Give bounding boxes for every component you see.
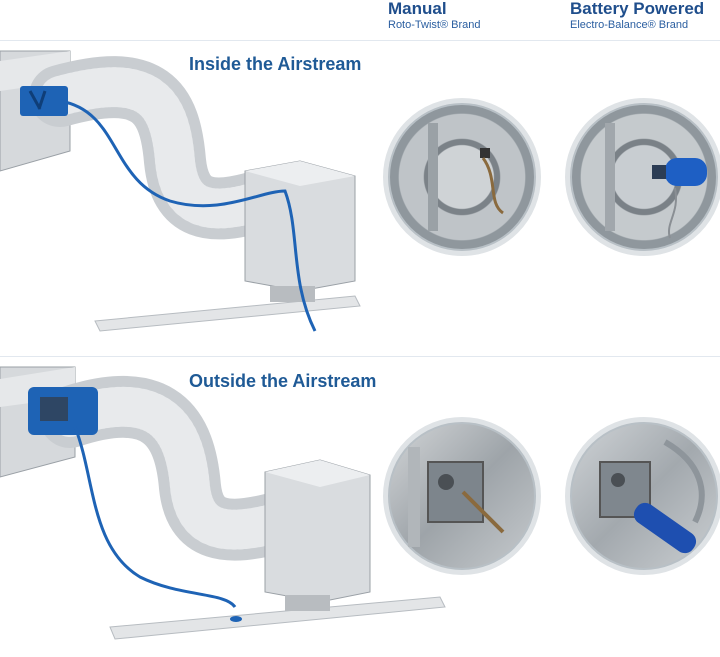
column-subtitle-battery: Electro-Balance® Brand	[570, 19, 689, 31]
damper-actuator-icon	[20, 86, 68, 116]
battery-motor-icon	[633, 502, 697, 554]
section-title-inside: Inside the Airstream	[189, 54, 362, 74]
photo-manual-inside	[383, 98, 541, 256]
cable-icon	[73, 426, 237, 609]
photo-battery-outside	[565, 417, 720, 575]
duct-illustration-outside	[0, 366, 446, 640]
battery-motor-icon	[652, 158, 707, 186]
column-title-manual: Manual	[388, 0, 447, 18]
photo-manual-outside	[383, 417, 541, 575]
column-header-manual: Manual Roto-Twist® Brand	[388, 0, 480, 32]
duct-illustration-inside	[0, 50, 361, 332]
cable-icon	[59, 99, 317, 332]
photo-battery-inside	[565, 98, 720, 256]
column-title-battery: Battery Powered	[570, 0, 705, 18]
section-title-outside: Outside the Airstream	[189, 371, 377, 391]
section-outside-airstream: Outside the Airstream	[0, 356, 720, 657]
damper-actuator-icon	[28, 387, 98, 435]
column-subtitle-manual: Roto-Twist® Brand	[388, 19, 481, 31]
section-inside-airstream: Inside the Airstream	[0, 40, 720, 357]
column-header-battery: Battery Powered Electro-Balance® Brand	[570, 0, 704, 32]
